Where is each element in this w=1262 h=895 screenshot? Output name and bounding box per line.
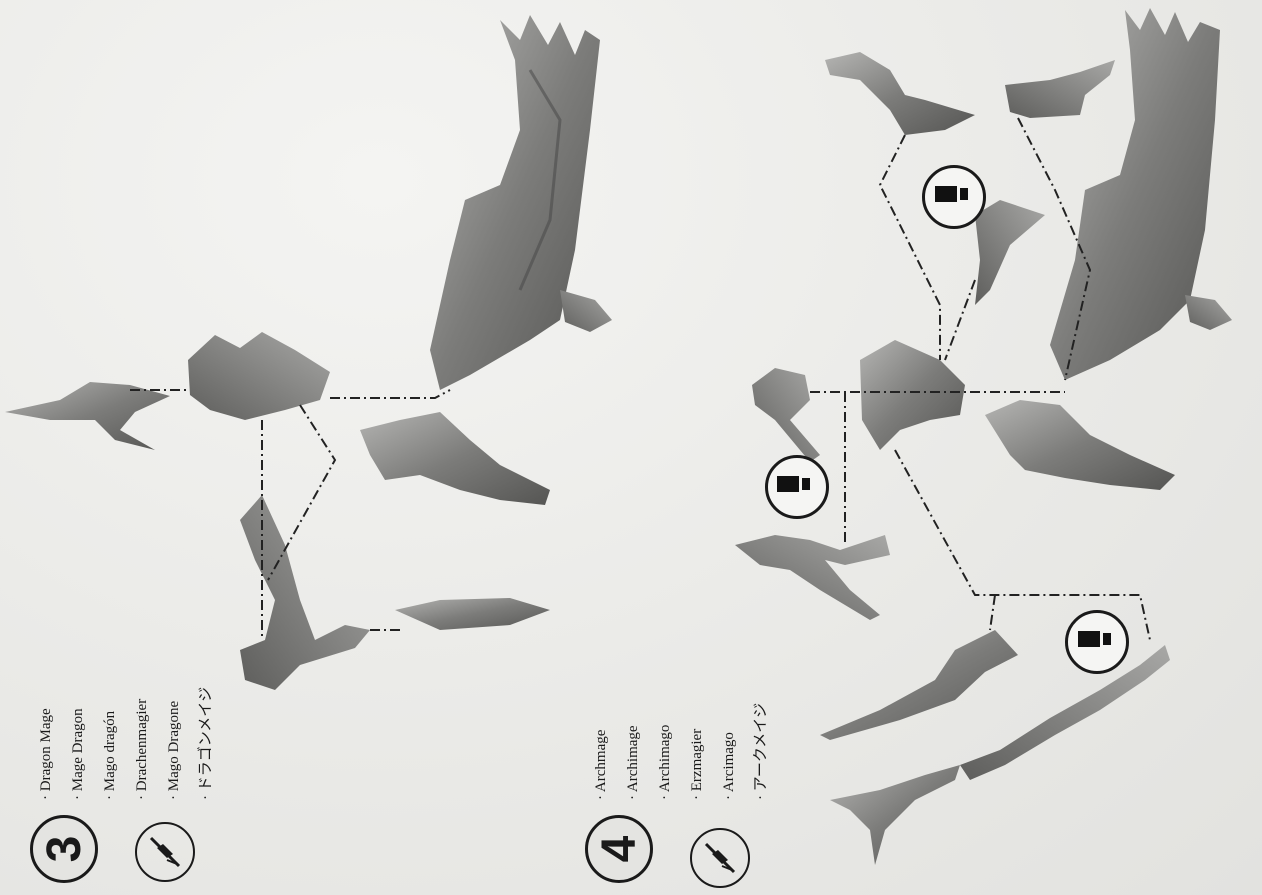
name-ja: ドラゴンメイジ <box>190 687 222 800</box>
name-fr: Archimage <box>617 703 649 800</box>
name-de: Erzmagier <box>681 703 713 800</box>
step-number-3: 3 <box>30 815 98 883</box>
name-it: Arcimago <box>713 703 745 800</box>
step-number-4: 4 <box>585 815 653 883</box>
name-en: Dragon Mage <box>30 687 62 800</box>
name-de: Drachenmagier <box>126 687 158 800</box>
step-3-names: Dragon Mage Mage Dragon Mago dragón Drac… <box>30 687 222 800</box>
name-en: Archmage <box>585 703 617 800</box>
clipper-tool-icon-4 <box>690 828 750 888</box>
name-es: Mago dragón <box>94 687 126 800</box>
clipper-tool-icon <box>135 822 195 882</box>
name-ja: アークメイジ <box>745 703 777 800</box>
name-es: Archimago <box>649 703 681 800</box>
name-fr: Mage Dragon <box>62 687 94 800</box>
step-4-names: Archmage Archimage Archimago Erzmagier A… <box>585 703 777 800</box>
name-it: Mago Dragone <box>158 687 190 800</box>
